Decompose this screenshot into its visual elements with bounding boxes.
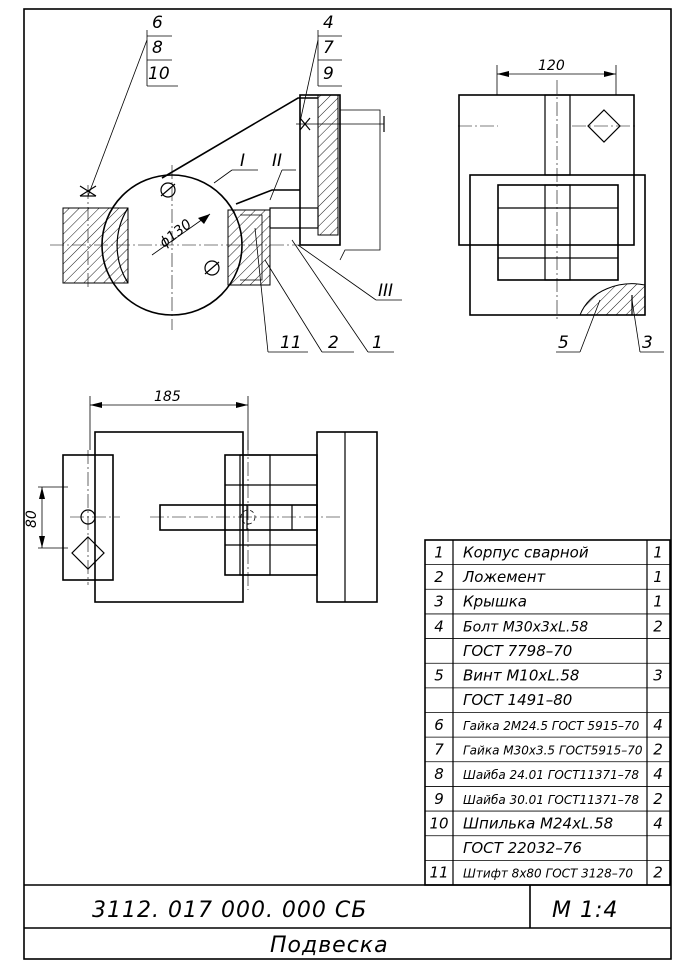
- drawing-scale: М 1:4: [552, 898, 618, 923]
- title-block-grid: [24, 884, 671, 929]
- parts-row-name: Шпилька М24хL.58: [463, 814, 613, 832]
- parts-row-pos: 11: [429, 864, 448, 882]
- callout-8: 8: [152, 38, 163, 58]
- parts-row-name: Ложемент: [462, 568, 547, 586]
- parts-row-qty: 1: [653, 543, 663, 561]
- parts-row-pos: 5: [434, 667, 444, 685]
- callout-7: 7: [323, 38, 334, 58]
- parts-row-pos: 1: [434, 543, 444, 561]
- parts-row-pos: 8: [434, 765, 444, 783]
- parts-row-pos: 7: [434, 740, 444, 758]
- parts-row-qty: 4: [653, 765, 663, 783]
- parts-row-name: ГОСТ 1491–80: [463, 691, 572, 709]
- callout-labels: 6 8 10 4 7 9 I II III 11 2 1 5 3: [147, 13, 653, 353]
- front-view: [50, 94, 385, 330]
- parts-row-qty: 2: [653, 790, 663, 808]
- side-width-dimension: 120: [538, 58, 565, 74]
- parts-row-name: Шайба 24.01 ГОСТ11371–78: [463, 768, 639, 782]
- title-block-text: 3112. 017 000. 000 СБ М 1:4 Подвеска: [92, 898, 618, 958]
- parts-row-name: Гайка 2М24.5 ГОСТ 5915–70: [463, 719, 640, 733]
- parts-row-qty: 4: [653, 814, 663, 832]
- front-leaders: [87, 30, 402, 353]
- section-I-label: I: [240, 151, 245, 171]
- parts-row-name: ГОСТ 7798–70: [463, 642, 572, 660]
- parts-table-grid: 1 Корпус сварной 1 2 Ложемент 1 3 Крышка 1 4 Болт …: [424, 539, 671, 886]
- parts-row-name: Корпус сварной: [463, 543, 589, 561]
- callout-5: 5: [558, 333, 569, 353]
- plan-width-dimension: 185: [154, 389, 181, 405]
- parts-row-name: Винт М10хL.58: [463, 667, 579, 685]
- parts-row-qty: 1: [653, 568, 663, 586]
- drawing-designation: 3112. 017 000. 000 СБ: [92, 898, 367, 923]
- parts-row-qty: 2: [653, 740, 663, 758]
- callout-10: 10: [148, 64, 170, 84]
- diameter-dimension: ϕ130: [157, 216, 195, 251]
- parts-row-qty: 2: [653, 617, 663, 635]
- plan-height-dimension: 80: [24, 510, 40, 528]
- side-view: [458, 65, 664, 353]
- callout-9: 9: [323, 64, 334, 84]
- parts-row-pos: 4: [434, 617, 444, 635]
- parts-row-qty: 3: [653, 667, 663, 685]
- callout-4: 4: [323, 13, 334, 33]
- parts-row-name: Шайба 30.01 ГОСТ11371–78: [463, 793, 639, 807]
- callout-6: 6: [152, 13, 163, 33]
- parts-row-name: Гайка М30х3.5 ГОСТ5915–70: [463, 743, 643, 757]
- parts-row-pos: 10: [429, 814, 448, 832]
- dimension-labels: ϕ130 120 185 80: [24, 58, 565, 528]
- parts-row-name: Крышка: [463, 593, 527, 611]
- section-III-label: III: [378, 281, 393, 301]
- parts-row-pos: 3: [434, 593, 444, 611]
- drawing-frame: [23, 8, 672, 960]
- callout-1: 1: [372, 333, 383, 353]
- parts-row-pos: 2: [434, 568, 444, 586]
- parts-row-qty: 1: [653, 593, 663, 611]
- parts-row-name: Болт М30х3хL.58: [463, 619, 588, 635]
- parts-row-pos: 6: [434, 716, 444, 734]
- callout-2: 2: [328, 333, 339, 353]
- plan-view: [38, 396, 378, 603]
- section-II-label: II: [272, 151, 282, 171]
- parts-row-name: ГОСТ 22032–76: [463, 839, 582, 857]
- parts-row-pos: 9: [434, 790, 444, 808]
- drawing-name: Подвеска: [270, 933, 389, 958]
- parts-row-qty: 2: [653, 864, 663, 882]
- callout-3: 3: [642, 333, 653, 353]
- parts-row-name: Штифт 8х80 ГОСТ 3128–70: [463, 867, 633, 881]
- parts-row-qty: 4: [653, 716, 663, 734]
- callout-11: 11: [280, 333, 302, 353]
